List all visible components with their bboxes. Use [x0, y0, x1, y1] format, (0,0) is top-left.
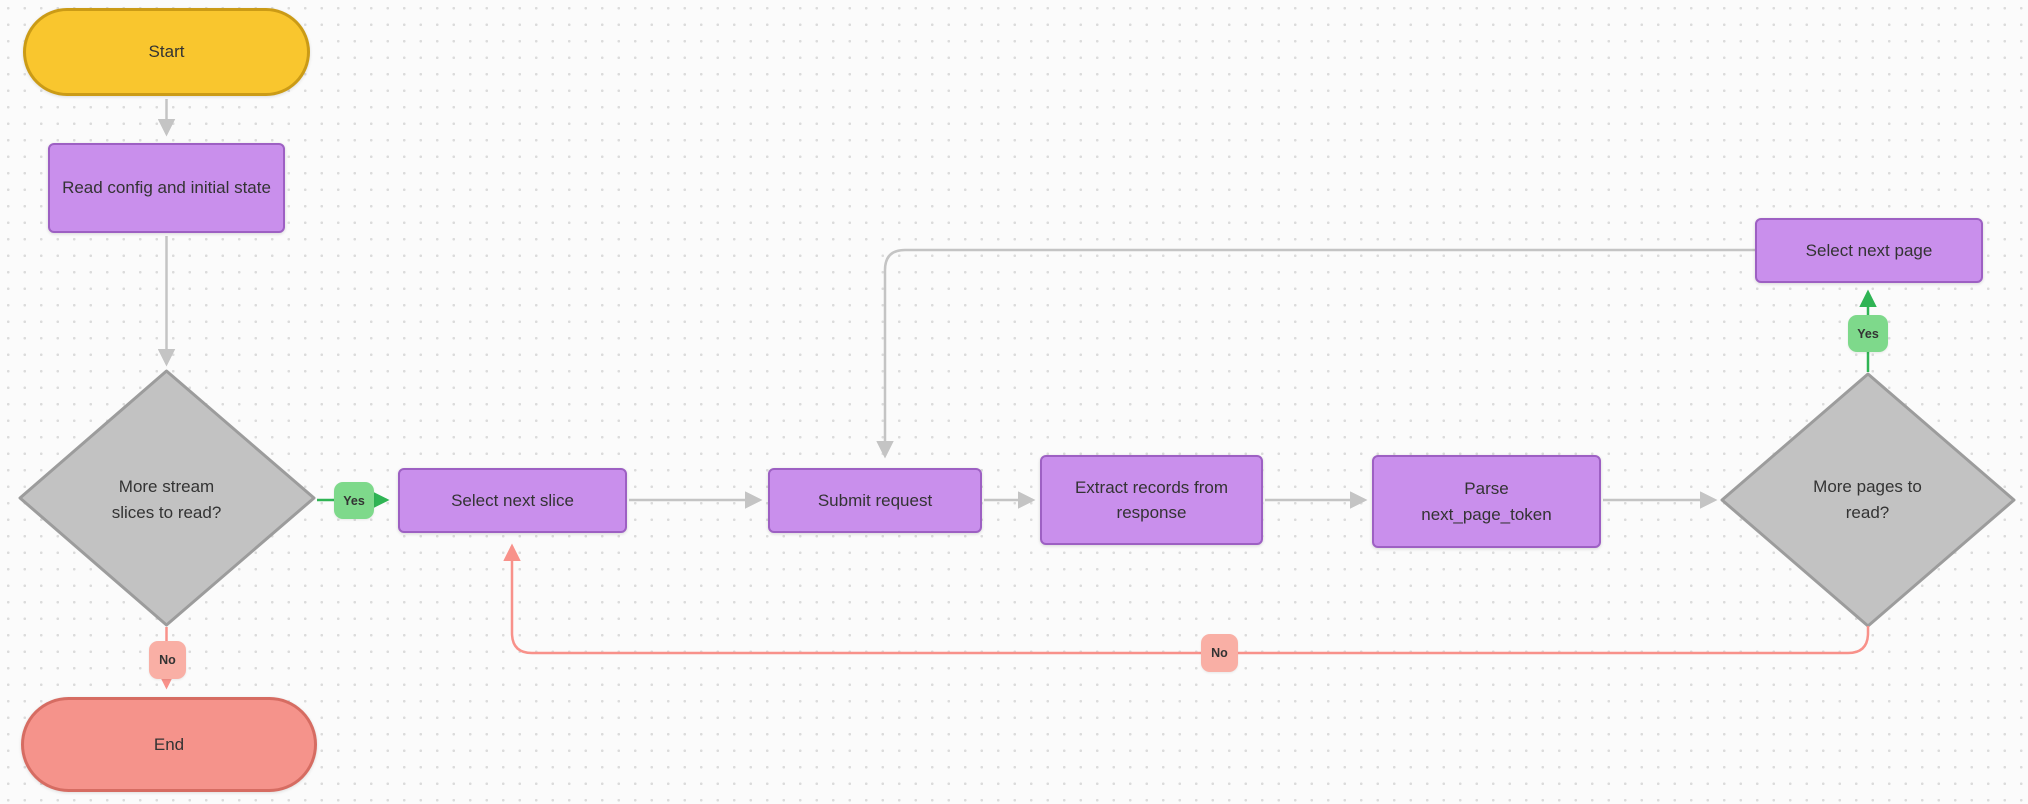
pages-decision-label: More pages to read?: [1813, 476, 1922, 522]
edge-pages-decision-no-loop: [503, 543, 1870, 655]
submit-request-node-label: Submit request: [817, 490, 933, 510]
extract-records-node: Extract records from response: [1040, 455, 1263, 545]
start-node-label: Start: [148, 42, 185, 62]
read-config-node: Read config and initial state: [48, 143, 285, 233]
stream-slices-decision-label: More stream slices to read?: [111, 476, 222, 522]
no-edge-label-bottom: No: [1201, 634, 1238, 672]
decision-stream-slices-shape: [18, 369, 316, 627]
yes-edge-label-left: Yes: [334, 482, 374, 519]
parse-token-node-label: Parse next_page_token: [1421, 479, 1552, 524]
yes-edge-label-right: Yes: [1848, 315, 1888, 352]
select-next-slice-node: Select next slice: [398, 468, 627, 533]
end-node: End: [21, 697, 317, 792]
select-next-slice-node-label: Select next slice: [451, 490, 574, 510]
extract-records-node-label: Extract records from response: [1074, 477, 1229, 523]
submit-request-node: Submit request: [768, 468, 982, 533]
read-config-node-label: Read config and initial state: [62, 178, 271, 198]
parse-token-node: Parse next_page_token: [1372, 455, 1601, 548]
no-edge-label-left: No: [149, 641, 186, 679]
select-next-page-node-label: Select next page: [1805, 240, 1933, 260]
start-node: Start: [23, 8, 310, 96]
select-next-page-node: Select next page: [1755, 218, 1983, 283]
end-node-label: End: [153, 734, 185, 754]
edge-select-page-to-submit-loop: [876, 248, 1755, 459]
